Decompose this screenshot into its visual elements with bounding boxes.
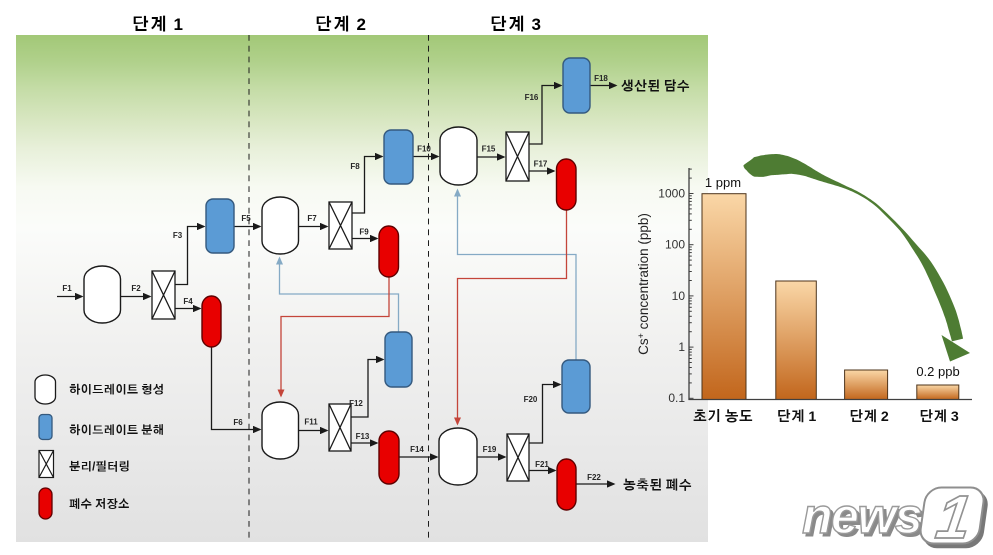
svg-text:F15: F15 <box>482 145 496 154</box>
svg-text:F8: F8 <box>350 162 360 171</box>
svg-text:단계 2: 단계 2 <box>315 15 367 34</box>
svg-text:F14: F14 <box>410 445 424 454</box>
svg-text:단계 3: 단계 3 <box>490 15 542 34</box>
svg-text:분리/필터링: 분리/필터링 <box>69 460 130 474</box>
svg-text:F11: F11 <box>304 418 318 427</box>
svg-text:단계 1: 단계 1 <box>777 409 817 425</box>
svg-text:1 ppm: 1 ppm <box>705 175 741 190</box>
svg-text:F12: F12 <box>349 399 363 408</box>
svg-text:농축된 폐수: 농축된 폐수 <box>623 479 692 493</box>
svg-text:F7: F7 <box>307 214 317 223</box>
svg-text:F10: F10 <box>417 145 431 154</box>
svg-text:폐수 저장소: 폐수 저장소 <box>69 497 130 511</box>
svg-text:F6: F6 <box>233 418 243 427</box>
svg-text:F13: F13 <box>356 432 370 441</box>
svg-text:news: news <box>802 488 922 544</box>
svg-text:생산된 담수: 생산된 담수 <box>621 79 690 94</box>
svg-text:F22: F22 <box>587 473 601 482</box>
svg-text:하이드레이트 형성: 하이드레이트 형성 <box>69 383 164 397</box>
svg-text:F19: F19 <box>483 445 497 454</box>
svg-text:F17: F17 <box>534 160 548 169</box>
svg-text:F3: F3 <box>173 231 183 240</box>
svg-text:0.2 ppb: 0.2 ppb <box>916 364 959 379</box>
svg-text:F21: F21 <box>535 460 549 469</box>
svg-text:1: 1 <box>678 340 685 354</box>
svg-text:F5: F5 <box>241 214 251 223</box>
svg-text:단계 2: 단계 2 <box>849 409 889 425</box>
svg-text:Cs+ concentration (ppb): Cs+ concentration (ppb) <box>636 213 651 355</box>
svg-text:단계 3: 단계 3 <box>919 409 959 425</box>
svg-text:100: 100 <box>665 238 685 252</box>
svg-text:F1: F1 <box>62 284 72 293</box>
svg-text:0.1: 0.1 <box>668 391 685 405</box>
svg-text:1000: 1000 <box>658 187 685 201</box>
svg-text:F20: F20 <box>524 395 538 404</box>
svg-text:F16: F16 <box>525 93 539 102</box>
svg-text:10: 10 <box>672 289 686 303</box>
svg-text:F9: F9 <box>359 228 369 237</box>
svg-text:하이드레이트 분해: 하이드레이트 분해 <box>69 423 164 437</box>
svg-text:단계 1: 단계 1 <box>132 15 184 34</box>
svg-text:F18: F18 <box>594 74 608 83</box>
svg-text:초기 농도: 초기 농도 <box>693 409 753 424</box>
svg-text:F4: F4 <box>183 297 193 306</box>
svg-text:F2: F2 <box>131 284 141 293</box>
svg-text:news: news <box>805 491 925 547</box>
